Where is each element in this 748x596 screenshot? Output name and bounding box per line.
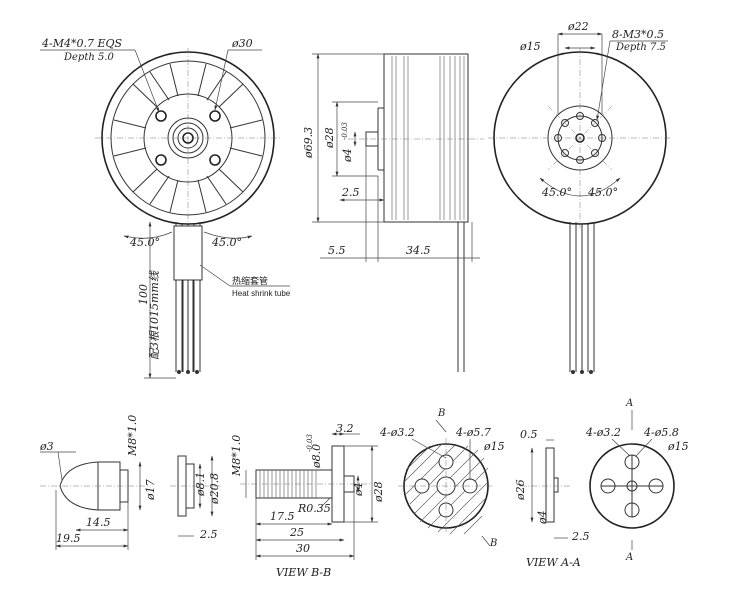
bb-dia-4: ø4 [352, 482, 365, 497]
side-dia-28: ø28 [323, 127, 336, 149]
aa-thk-2-5: 2.5 [571, 530, 590, 543]
front-angle-right: 45.0° [211, 236, 242, 249]
back-angle-left: 45.0° [541, 186, 572, 199]
section-b-bottom: B [489, 538, 497, 549]
aa-dia-26: ø26 [514, 479, 527, 501]
flange-a-outer [589, 443, 675, 529]
wire-spec-label: 配3根1015mm线 [148, 270, 161, 360]
side-dia-69: ø69.3 [302, 127, 315, 159]
front-hole-bl [155, 154, 167, 166]
bottom-cone-view: ø3 M8*1.0 ø17 14.5 19.5 [39, 415, 157, 550]
side-body [383, 53, 469, 223]
side-dim-5-5: 5.5 [328, 244, 346, 257]
side-view: ø69.3 ø28 ø4 -0.03 2.5 5.5 34.5 [302, 53, 484, 372]
front-view: 4-M4*0.7 EQS Depth 5.0 ø30 45.0° 45.0° 热… [40, 37, 291, 379]
flange-a-holes-5-8: 4-ø5.8 [643, 426, 679, 439]
back-angle-right: 45.0° [587, 186, 618, 199]
bb-dia-8-tol: -0.03 [306, 434, 314, 452]
back-view: ø22 ø15 8-M3*0.5 Depth 7.5 45.0° 45.0° [488, 20, 672, 374]
back-wires [569, 222, 595, 374]
flange-a-holes-3-2: 4-ø3.2 [585, 426, 621, 439]
cone-len-19-5: 19.5 [56, 532, 81, 545]
bb-len-25: 25 [289, 526, 304, 539]
bb-flange-3-2: 3.2 [336, 422, 354, 435]
front-dia-30: ø30 [231, 37, 253, 50]
side-dim-2-5: 2.5 [341, 186, 360, 199]
front-hole-tl [155, 110, 167, 122]
washer-thk-2-5: 2.5 [199, 528, 218, 541]
bb-dia-28: ø28 [372, 481, 385, 503]
view-bb: M8*1.0 ø8.0 -0.03 3.2 ø4 ø28 R0.35 17.5 … [230, 422, 385, 579]
flange-b-holes-5-7: 4-ø5.7 [455, 426, 491, 439]
bb-dia-8: ø8.0 [310, 444, 323, 469]
aa-dia-4: ø4 [536, 510, 549, 525]
heat-shrink-label-cn: 热缩套管 [232, 275, 268, 287]
washer-dia-20-8: ø20.8 [208, 473, 221, 505]
back-thread-depth: Depth 7.5 [615, 42, 666, 53]
side-fins [391, 56, 465, 220]
back-holes [554, 112, 606, 164]
flange-b-dia-15: ø15 [483, 440, 505, 453]
section-b-top: B [437, 408, 445, 419]
bb-thread: M8*1.0 [230, 435, 243, 477]
back-thread-callout: 8-M3*0.5 [612, 28, 664, 41]
side-dia-4: ø4 [341, 148, 354, 163]
cone-dia-17: ø17 [144, 479, 157, 501]
heat-shrink-tube [173, 225, 203, 281]
wire-length-100: 100 [137, 284, 150, 305]
front-wires [173, 222, 203, 374]
cone-dia-3: ø3 [39, 440, 54, 453]
bb-len-30: 30 [296, 542, 310, 555]
side-dim-34-5: 34.5 [406, 244, 431, 257]
cone-len-14-5: 14.5 [86, 516, 111, 529]
bottom-washer-view: ø8.1 ø20.8 2.5 [170, 455, 221, 541]
front-hole-tr [209, 110, 221, 122]
front-thread-depth: Depth 5.0 [63, 52, 115, 63]
back-dia-15: ø15 [519, 40, 541, 53]
bb-radius: R0.35 [297, 502, 331, 515]
section-a-bottom: A [625, 552, 633, 563]
heat-shrink-label-en: Heat shrink tube [232, 289, 291, 298]
flange-a-dia-15: ø15 [667, 440, 689, 453]
back-dia-22: ø22 [567, 20, 589, 33]
view-aa-label: VIEW A-A [526, 556, 581, 569]
view-bb-label: VIEW B-B [276, 566, 331, 579]
side-dia-4-tol: -0.03 [341, 122, 349, 140]
section-a-top: A [625, 398, 633, 409]
front-thread-callout: 4-M4*0.7 EQS [41, 37, 123, 50]
bb-len-17-5: 17.5 [270, 510, 295, 523]
front-angle-left: 45.0° [129, 236, 160, 249]
washer-dia-8-1: ø8.1 [194, 472, 207, 497]
flange-face-a: 4-ø3.2 4-ø5.8 ø15 A A [585, 398, 689, 563]
front-spokes [113, 63, 263, 213]
front-hole-br [209, 154, 221, 166]
aa-thk-0-5: 0.5 [520, 428, 538, 441]
flange-face-b: 4-ø3.2 4-ø5.7 ø15 B B [379, 408, 505, 549]
flange-b-holes-3-2: 4-ø3.2 [379, 426, 415, 439]
view-aa: 0.5 ø26 ø4 2.5 VIEW A-A [514, 428, 590, 569]
cone-thread: M8*1.0 [126, 415, 139, 457]
